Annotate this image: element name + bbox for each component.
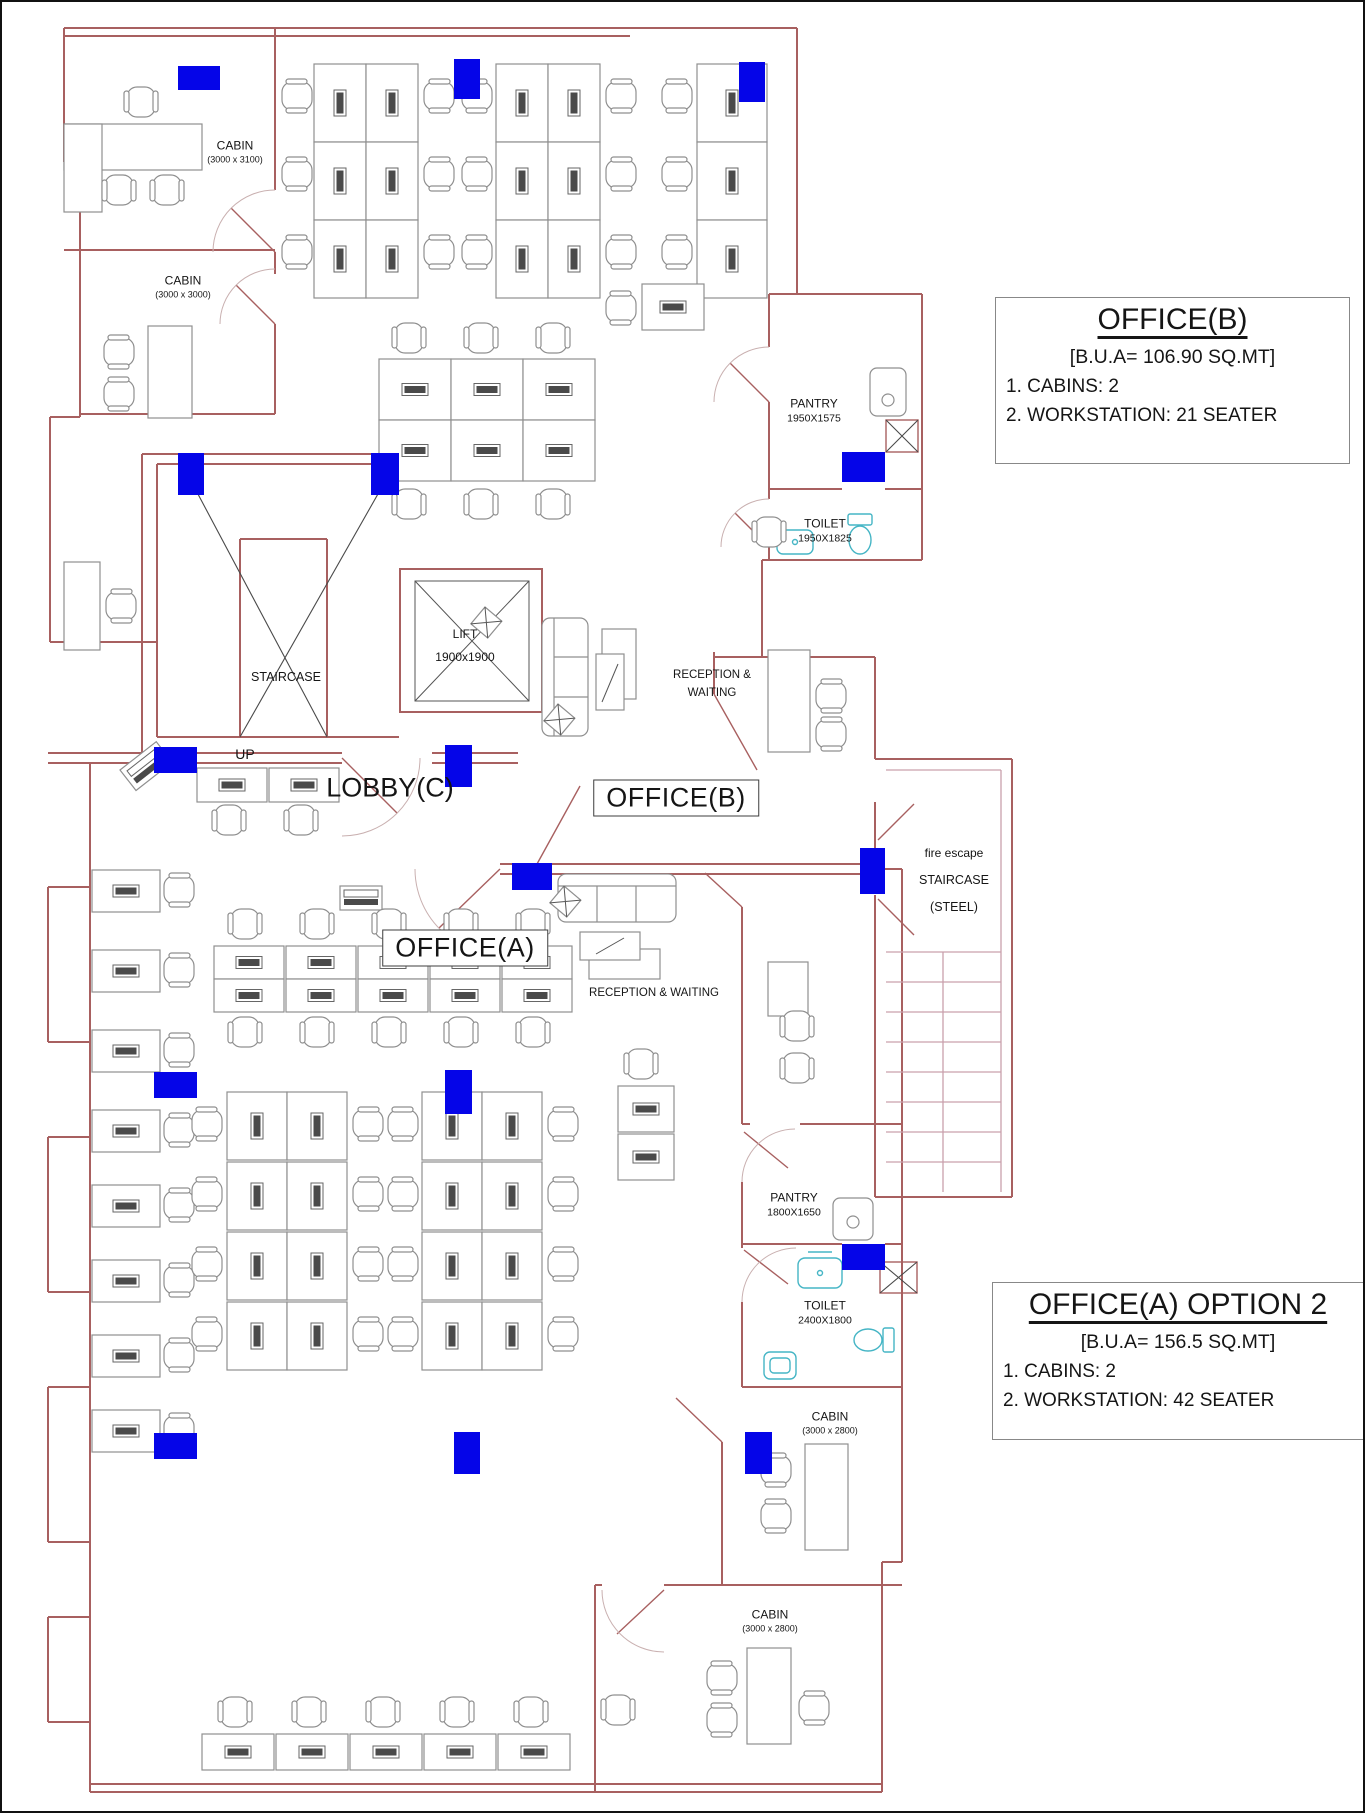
office-a-info-item-1: 1. CABINS: 2 — [1003, 1361, 1116, 1382]
wc-toilet-a — [853, 1327, 895, 1353]
lobby-label: LOBBY(C) — [326, 772, 454, 803]
column — [371, 453, 399, 495]
office-a-info-title: OFFICE(A) OPTION 2 — [1028, 1288, 1328, 1321]
room-label-cabin-a1: CABIN(3000 x 2800) — [802, 1409, 858, 1435]
column — [445, 745, 472, 787]
stool-toilet-a — [763, 1351, 797, 1380]
office-b-info-title: OFFICE(B) — [1097, 303, 1248, 336]
lift-dims-label: 1900x1900 — [435, 650, 495, 664]
room-label-cabin-a2: CABIN(3000 x 2800) — [742, 1607, 798, 1633]
fire-escape-label-line1: fire escape — [924, 846, 984, 860]
office-b-info-box: OFFICE(B) [B.U.A= 106.90 SQ.MT] 1. CABIN… — [995, 297, 1350, 464]
office-b-info-item-2: 2. WORKSTATION: 21 SEATER — [1006, 405, 1278, 426]
workstations-and-columns — [63, 59, 885, 1771]
office-a-tag: OFFICE(A) — [382, 929, 548, 967]
column — [154, 1072, 197, 1098]
toilet-fixtures — [763, 367, 907, 1380]
office-a-info-bua: [B.U.A= 156.5 SQ.MT] — [1080, 1331, 1276, 1353]
fire-escape-label-line2: STAIRCASE — [919, 873, 989, 887]
reception-b-label-line2: WAITING — [687, 687, 737, 699]
up-label: UP — [235, 746, 255, 762]
column — [842, 1244, 885, 1270]
console-mirror-b — [595, 628, 637, 711]
staircase-symbol — [181, 463, 396, 738]
fire-escape-stairs — [886, 769, 1002, 1192]
column — [842, 452, 885, 482]
office-a-info-item-2: 2. WORKSTATION: 42 SEATER — [1003, 1390, 1275, 1411]
sofa-office-a — [557, 873, 677, 923]
room-label-cabin-b1: CABIN(3000 x 3100) — [207, 138, 263, 164]
sink-pantry-a — [832, 1197, 874, 1241]
column — [860, 848, 885, 894]
shaft-boxes — [879, 419, 919, 1294]
sink-pantry-b — [869, 367, 907, 417]
column — [454, 1432, 480, 1474]
column — [454, 59, 480, 99]
column — [178, 66, 220, 90]
lift-label: LIFT — [452, 627, 478, 641]
column — [178, 453, 204, 495]
console-mirror-a — [579, 931, 661, 980]
column — [445, 1070, 472, 1114]
office-b-tag: OFFICE(B) — [593, 779, 759, 817]
room-label-cabin-b2: CABIN(3000 x 3000) — [155, 273, 211, 299]
reception-a-label: RECEPTION & WAITING — [589, 987, 719, 999]
column — [739, 62, 765, 102]
staircase-label: STAIRCASE — [251, 670, 321, 684]
office-a-info-box: OFFICE(A) OPTION 2 [B.U.A= 156.5 SQ.MT] … — [992, 1282, 1363, 1440]
reception-b-label-line1: RECEPTION & — [673, 669, 751, 681]
column — [512, 863, 552, 890]
office-b-info-item-1: 1. CABINS: 2 — [1006, 376, 1119, 397]
column — [154, 747, 197, 773]
column — [745, 1432, 772, 1474]
column — [154, 1433, 197, 1459]
printer-desk — [339, 885, 383, 911]
wc-toilet-b — [847, 513, 873, 555]
office-b-info-bua: [B.U.A= 106.90 SQ.MT] — [1069, 346, 1276, 368]
fire-escape-label-line3: (STEEL) — [930, 900, 978, 914]
basin-toilet-a — [797, 1251, 843, 1289]
